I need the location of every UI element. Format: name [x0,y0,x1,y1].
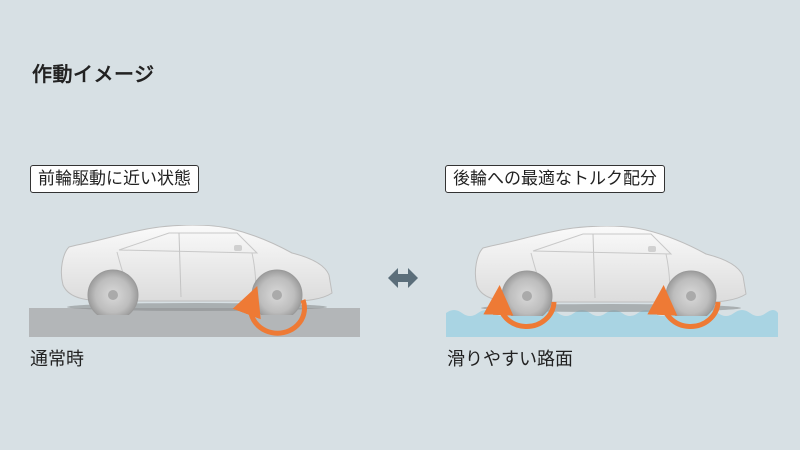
rotation-arrow-rear [483,285,557,329]
slippery-road-water [446,310,778,337]
switch-arrow-icon [388,268,418,288]
page-title: 作動イメージ [32,62,155,86]
car-slippery [475,226,746,321]
left-caption: 通常時 [30,349,84,370]
rotation-arrow-front [232,285,307,336]
left-mode-label: 前輪駆動に近い状態 [30,165,199,193]
right-caption: 滑りやすい路面 [447,349,573,370]
dry-road [29,308,360,337]
car-normal [61,225,332,320]
right-mode-label: 後輪への最適なトルク配分 [445,165,665,193]
rotation-arrow-front-right [647,285,721,329]
